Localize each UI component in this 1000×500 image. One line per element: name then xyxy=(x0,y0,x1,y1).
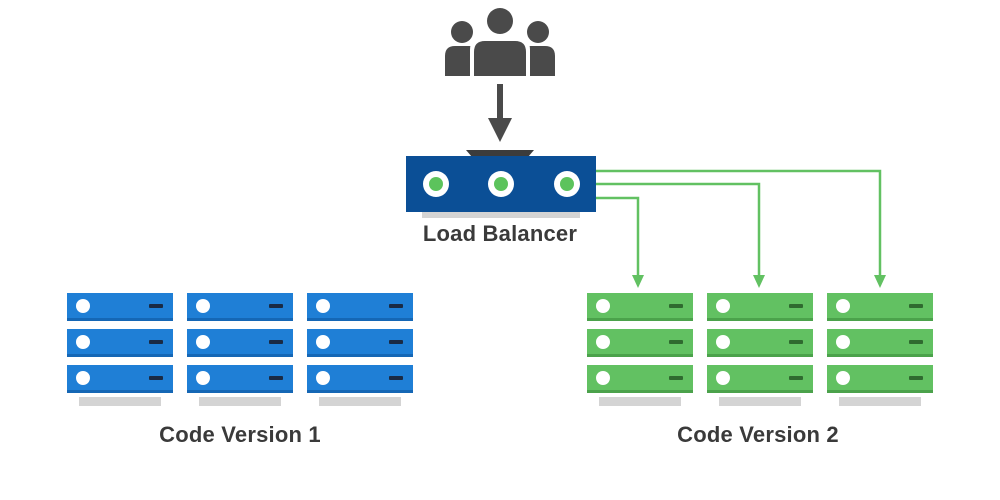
code-version-1-label: Code Version 1 xyxy=(159,422,321,447)
server-rack-icon xyxy=(827,293,933,406)
server-unit-edge xyxy=(307,318,413,321)
server-status-led xyxy=(909,376,923,380)
server-unit-edge xyxy=(707,354,813,357)
server-power-light xyxy=(196,299,210,313)
server-status-led xyxy=(149,304,163,308)
server-power-light xyxy=(596,335,610,349)
server-power-light xyxy=(836,335,850,349)
server-rack-icon xyxy=(587,293,693,406)
server-unit-edge xyxy=(827,354,933,357)
arrow-shaft xyxy=(497,84,503,120)
traffic-routing-lines xyxy=(596,169,886,288)
server-status-led xyxy=(389,304,403,308)
code-version-2-servers xyxy=(587,293,933,406)
load-balancer-icon xyxy=(406,150,596,218)
server-power-light xyxy=(316,299,330,313)
server-power-light xyxy=(596,371,610,385)
server-status-led xyxy=(669,376,683,380)
server-status-led xyxy=(269,376,283,380)
server-unit-edge xyxy=(67,390,173,393)
server-status-led xyxy=(789,304,803,308)
server-power-light xyxy=(196,335,210,349)
load-balancer-indicator-light xyxy=(494,177,508,191)
server-unit-edge xyxy=(587,390,693,393)
server-unit-edge xyxy=(67,318,173,321)
server-rack-icon xyxy=(307,293,413,406)
server-unit-edge xyxy=(827,390,933,393)
user-center-head xyxy=(487,8,513,34)
server-status-led xyxy=(909,340,923,344)
load-balancer-indicator-light xyxy=(560,177,574,191)
server-rack-icon xyxy=(67,293,173,406)
server-unit-edge xyxy=(187,318,293,321)
server-status-led xyxy=(909,304,923,308)
server-power-light xyxy=(836,299,850,313)
traffic-line xyxy=(596,196,640,276)
server-unit-edge xyxy=(587,354,693,357)
server-power-light xyxy=(316,371,330,385)
server-rack-shadow xyxy=(599,397,681,406)
traffic-arrow-head-icon xyxy=(874,275,886,288)
load-balancer-indicator-light xyxy=(429,177,443,191)
server-rack-shadow xyxy=(719,397,801,406)
server-unit-edge xyxy=(587,318,693,321)
server-unit-edge xyxy=(707,318,813,321)
user-left-icon-head xyxy=(451,21,473,43)
traffic-line xyxy=(596,182,761,276)
load-balancer-label: Load Balancer xyxy=(422,221,578,246)
server-power-light xyxy=(596,299,610,313)
user-right-icon-head xyxy=(527,21,549,43)
server-unit-edge xyxy=(307,390,413,393)
server-status-led xyxy=(389,376,403,380)
server-status-led xyxy=(669,340,683,344)
server-status-led xyxy=(789,376,803,380)
server-groups xyxy=(67,293,933,406)
user-to-balancer-arrow-icon xyxy=(488,84,512,142)
code-version-1-servers xyxy=(67,293,413,406)
server-rack-shadow xyxy=(319,397,401,406)
server-power-light xyxy=(316,335,330,349)
arrow-head xyxy=(488,118,512,142)
user-center-body xyxy=(474,41,526,76)
server-status-led xyxy=(669,304,683,308)
user-center-icon xyxy=(470,5,530,78)
server-unit-edge xyxy=(187,390,293,393)
server-unit-edge xyxy=(187,354,293,357)
server-power-light xyxy=(716,299,730,313)
load-balancer-shadow xyxy=(422,210,580,218)
server-rack-shadow xyxy=(79,397,161,406)
server-rack-shadow xyxy=(199,397,281,406)
server-unit-edge xyxy=(707,390,813,393)
server-rack-icon xyxy=(707,293,813,406)
traffic-arrow-head-icon xyxy=(753,275,765,288)
server-status-led xyxy=(149,376,163,380)
code-version-2-label: Code Version 2 xyxy=(677,422,839,447)
server-power-light xyxy=(76,299,90,313)
server-status-led xyxy=(269,304,283,308)
traffic-line xyxy=(596,169,882,276)
server-power-light xyxy=(76,371,90,385)
server-status-led xyxy=(269,340,283,344)
traffic-arrow-head-icon xyxy=(632,275,644,288)
server-rack-shadow xyxy=(839,397,921,406)
server-power-light xyxy=(836,371,850,385)
server-power-light xyxy=(196,371,210,385)
server-unit-edge xyxy=(827,318,933,321)
server-unit-edge xyxy=(67,354,173,357)
server-power-light xyxy=(716,371,730,385)
server-power-light xyxy=(716,335,730,349)
server-status-led xyxy=(149,340,163,344)
server-status-led xyxy=(389,340,403,344)
server-status-led xyxy=(789,340,803,344)
server-power-light xyxy=(76,335,90,349)
load-balancer-top-cap xyxy=(466,150,534,157)
server-rack-icon xyxy=(187,293,293,406)
server-unit-edge xyxy=(307,354,413,357)
users-group-icon xyxy=(445,5,555,78)
